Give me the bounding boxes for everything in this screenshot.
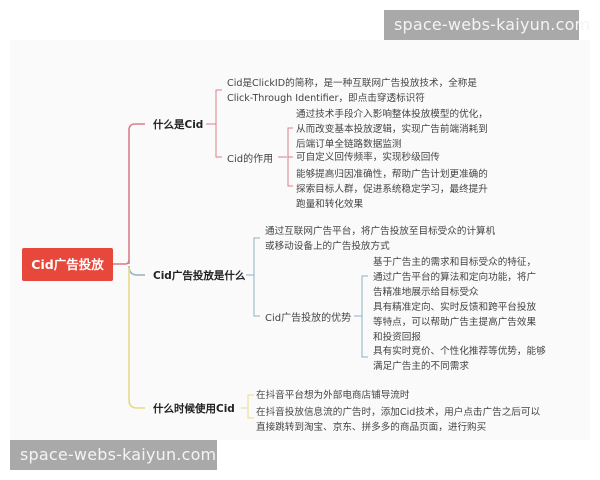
leaf-when-2: 在抖音投放信息流的广告时，添加Cid技术，用户点击广告之后可以 直接跳转到淘宝、…: [256, 407, 541, 433]
leaf-cid-ads-definition: 通过互联网广告平台，将广告投放至目标受众的计算机 或移动设备上的广告投放方式: [265, 226, 496, 252]
watermark-bottom: space-webs-kaiyun.com: [10, 440, 217, 470]
watermark-top: space-webs-kaiyun.com: [384, 10, 590, 40]
leaf-advantage-1: 基于广告主的需求和目标受众的特征， 通过广告平台的算法和定向功能，将广 告精准地…: [373, 257, 537, 298]
branch-what-is-cid[interactable]: 什么是Cid: [153, 119, 204, 131]
leaf-when-1: 在抖音平台想为外部电商店铺导流时: [256, 390, 410, 401]
leaf-advantage-2: 具有精准定向、实时反馈和跨平台投放 等特点，可以帮助广告主提高广告效果 和投资回…: [373, 302, 537, 343]
mindmap-canvas: [10, 40, 590, 440]
leaf-function-3: 能够提高归因准确性，帮助广告计划更准确的 探索目标人群，促进系统稳定学习，最终提…: [296, 169, 488, 210]
sub-cid-function[interactable]: Cid的作用: [227, 154, 274, 165]
sub-cid-ads-advantages[interactable]: Cid广告投放的优势: [265, 313, 352, 324]
branch-when-to-use-cid[interactable]: 什么时候使用Cid: [153, 403, 235, 415]
root-node[interactable]: Cid广告投放: [22, 248, 113, 281]
leaf-advantage-3: 具有实时竞价、个性化推荐等优势，能够 满足广告主的不同需求: [373, 346, 546, 372]
leaf-function-1: 通过技术手段介入影响整体投放模型的优化， 从而改变基本投放逻辑，实现广告前端消耗…: [296, 109, 488, 150]
leaf-function-2: 可自定义回传频率，实现秒级回传: [296, 152, 440, 163]
leaf-cid-definition: Cid是ClickID的简称，是一种互联网广告投放技术，全称是 Click-Th…: [227, 78, 477, 104]
branch-what-is-cid-ads[interactable]: Cid广告投放是什么: [153, 270, 246, 282]
